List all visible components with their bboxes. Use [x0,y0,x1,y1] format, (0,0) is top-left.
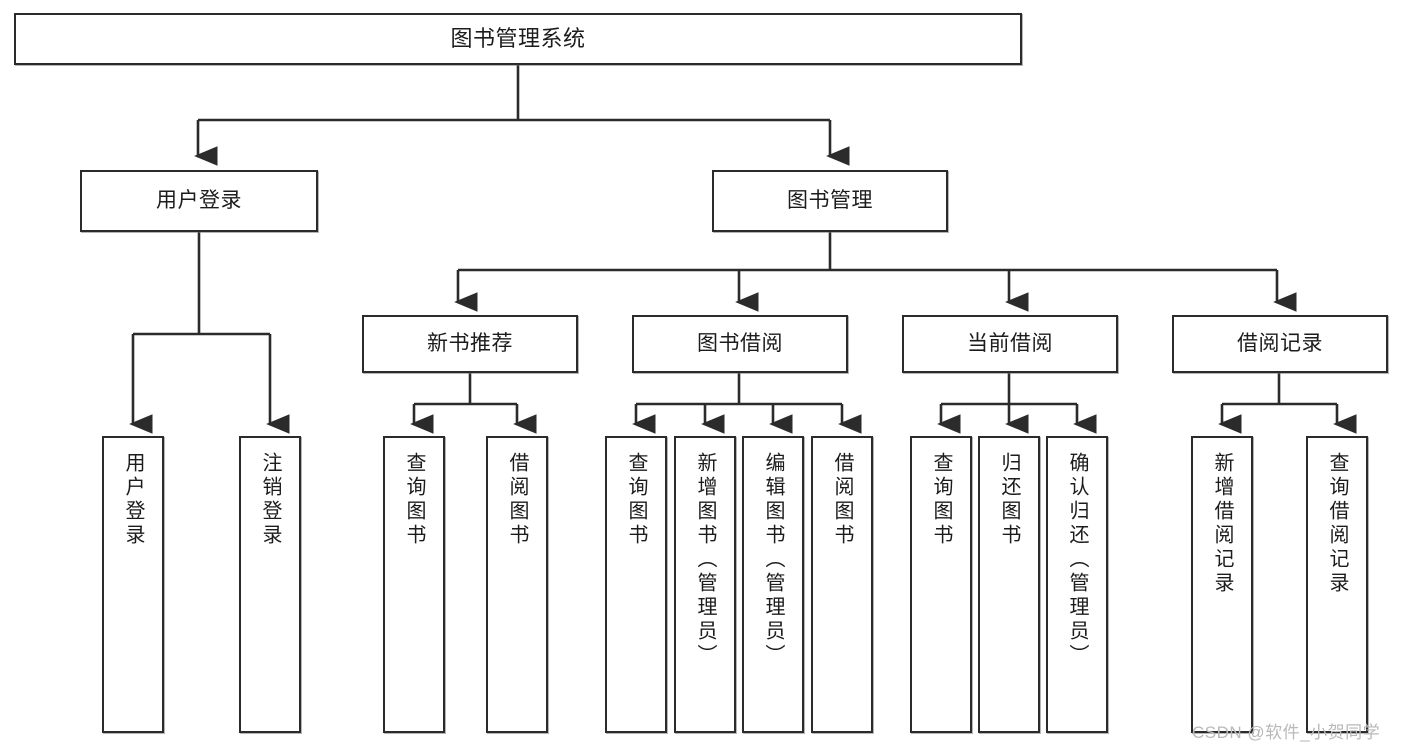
node-user-login-label: 用户登录 [156,188,242,212]
node-current-borrow-label: 当前借阅 [967,331,1053,355]
leaf-confirm-return[interactable]: 确认归还（管理员） [1046,436,1108,733]
csdn-watermark: CSDN @软件_小贺同学 [1192,723,1381,742]
leaf-edit-book-label: 编辑图书（管理员） [762,452,784,668]
node-current-borrow[interactable]: 当前借阅 [902,315,1118,373]
leaf-confirm-return-label: 确认归还（管理员） [1066,452,1088,668]
node-user-login[interactable]: 用户登录 [80,170,318,232]
leaf-edit-book[interactable]: 编辑图书（管理员） [742,436,804,733]
leaf-query-book-1[interactable]: 查询图书 [383,436,445,733]
leaf-add-record-label: 新增借阅记录 [1211,452,1233,596]
leaf-user-logout[interactable]: 注销登录 [239,436,301,733]
leaf-add-book-label: 新增图书（管理员） [694,452,716,668]
leaf-query-book-2[interactable]: 查询图书 [605,436,667,733]
node-book-management-label: 图书管理 [787,188,873,212]
leaf-add-book[interactable]: 新增图书（管理员） [674,436,736,733]
leaf-query-book-2-label: 查询图书 [625,452,647,548]
node-new-book-recommend[interactable]: 新书推荐 [362,315,578,373]
node-book-borrow[interactable]: 图书借阅 [632,315,848,373]
leaf-borrow-book-2[interactable]: 借阅图书 [811,436,873,733]
node-borrow-record-label: 借阅记录 [1237,331,1323,355]
leaf-borrow-book-1[interactable]: 借阅图书 [486,436,548,733]
node-new-book-recommend-label: 新书推荐 [427,331,513,355]
leaf-query-book-3[interactable]: 查询图书 [910,436,972,733]
leaf-user-login-label: 用户登录 [122,452,144,548]
node-book-management[interactable]: 图书管理 [712,170,948,232]
leaf-query-book-3-label: 查询图书 [930,452,952,548]
leaf-user-login[interactable]: 用户登录 [102,436,164,733]
leaf-return-book[interactable]: 归还图书 [978,436,1040,733]
leaf-return-book-label: 归还图书 [998,452,1020,548]
node-root-label: 图书管理系统 [450,26,586,52]
leaf-borrow-book-2-label: 借阅图书 [831,452,853,548]
node-root[interactable]: 图书管理系统 [14,13,1022,65]
node-book-borrow-label: 图书借阅 [697,331,783,355]
leaf-add-record[interactable]: 新增借阅记录 [1191,436,1253,733]
node-borrow-record[interactable]: 借阅记录 [1172,315,1388,373]
leaf-user-logout-label: 注销登录 [259,452,281,548]
leaf-borrow-book-1-label: 借阅图书 [506,452,528,548]
leaf-query-book-1-label: 查询图书 [403,452,425,548]
leaf-query-record-label: 查询借阅记录 [1326,452,1348,596]
leaf-query-record[interactable]: 查询借阅记录 [1306,436,1368,733]
